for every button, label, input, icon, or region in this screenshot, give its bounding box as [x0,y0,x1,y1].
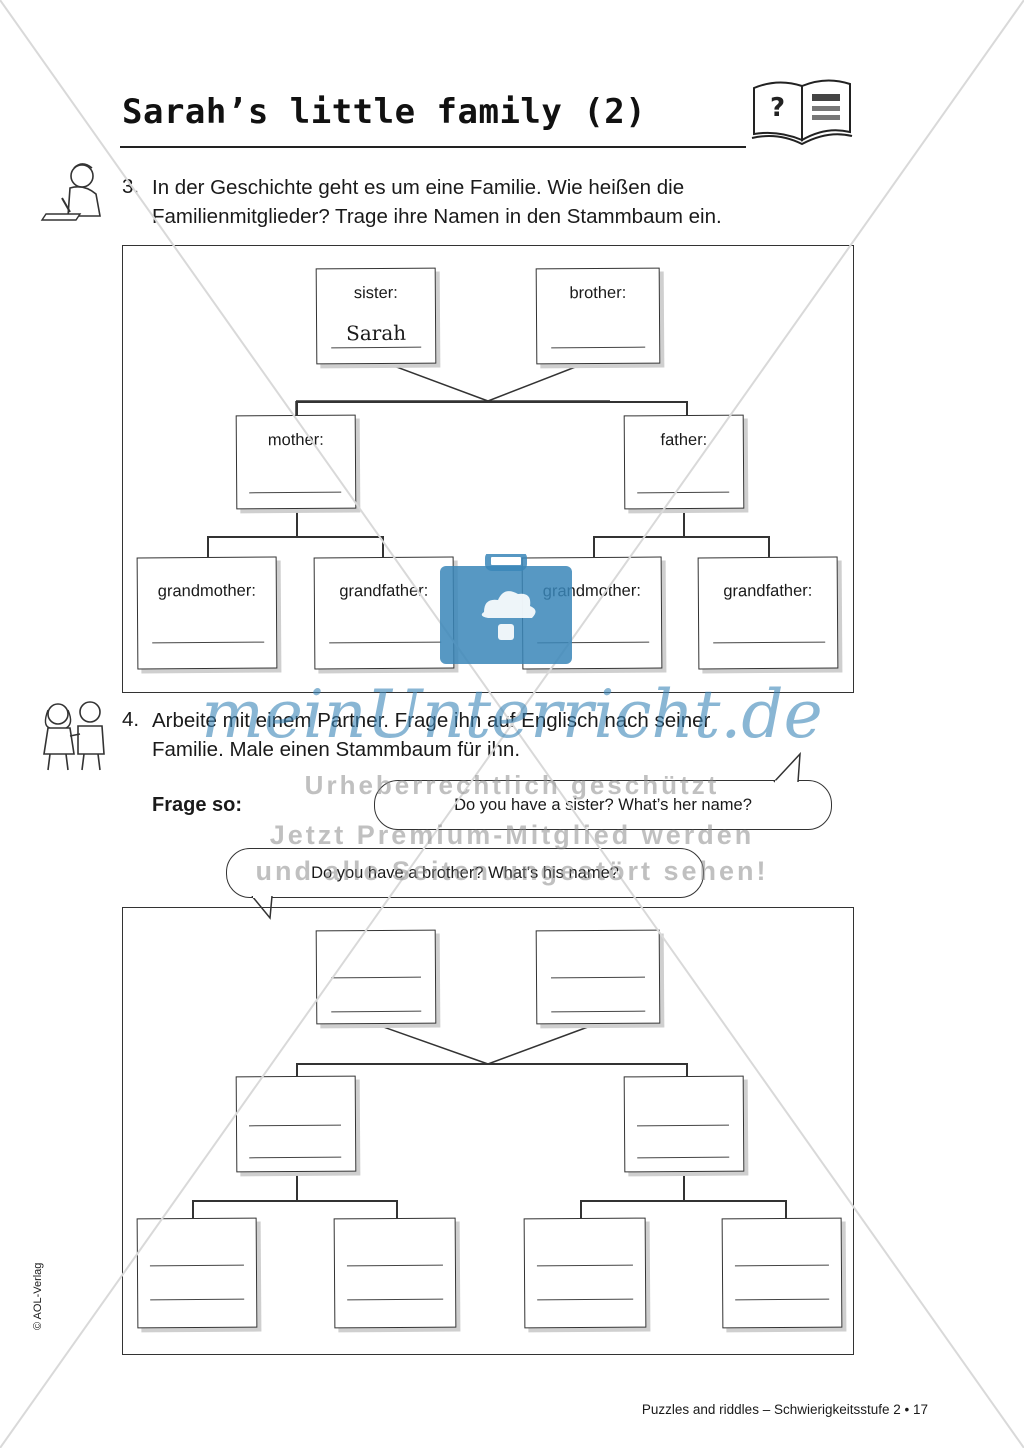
family-tree-frame [122,245,854,693]
speech-bubble-brother: Do you have a brother? What’s his name? [226,848,704,898]
watermark-line3: und alle Seiten ungestört sehen! [255,856,769,886]
ask-prompt: Frage so: [152,794,243,816]
writing-child-icon [40,163,101,221]
blank-tree-connector-top [374,1023,597,1065]
watermark-brand: meinUnterricht.de [201,676,823,753]
task3-line1: In der Geschichte geht es um eine Famili… [152,176,685,199]
watermark-line1: Urheberrechtlich geschützt [304,770,720,800]
task4-line2: Familie. Male einen Stammbaum für ihn. [152,738,521,761]
task4-number: 4. [122,708,140,731]
bubble-tail-1 [773,752,801,784]
bubble-brother-text: Do you have a brother? What’s his name? [311,864,619,882]
briefcase-cloud-icon [440,554,572,664]
svg-text:?: ? [770,93,785,123]
page-footer: Puzzles and riddles – Schwierigkeitsstuf… [641,1402,928,1417]
watermark-line2: Jetzt Premium-Mitglied werden [269,820,755,850]
page-title: Sarah’s little family (2) [122,92,647,132]
task4-line1: Arbeite mit einem Partner. Frage ihn auf… [152,709,711,732]
bubble-sister-text: Do you have a sister? What’s her name? [454,796,752,814]
blank-tree-frame [122,907,854,1355]
two-children-icon [43,701,105,771]
book-question-icon: ? [751,79,853,146]
speech-bubble-sister: Do you have a sister? What’s her name? [374,780,832,830]
task3-line2: Familienmitglieder? Trage ihre Namen in … [152,205,722,228]
title-divider [120,146,746,148]
